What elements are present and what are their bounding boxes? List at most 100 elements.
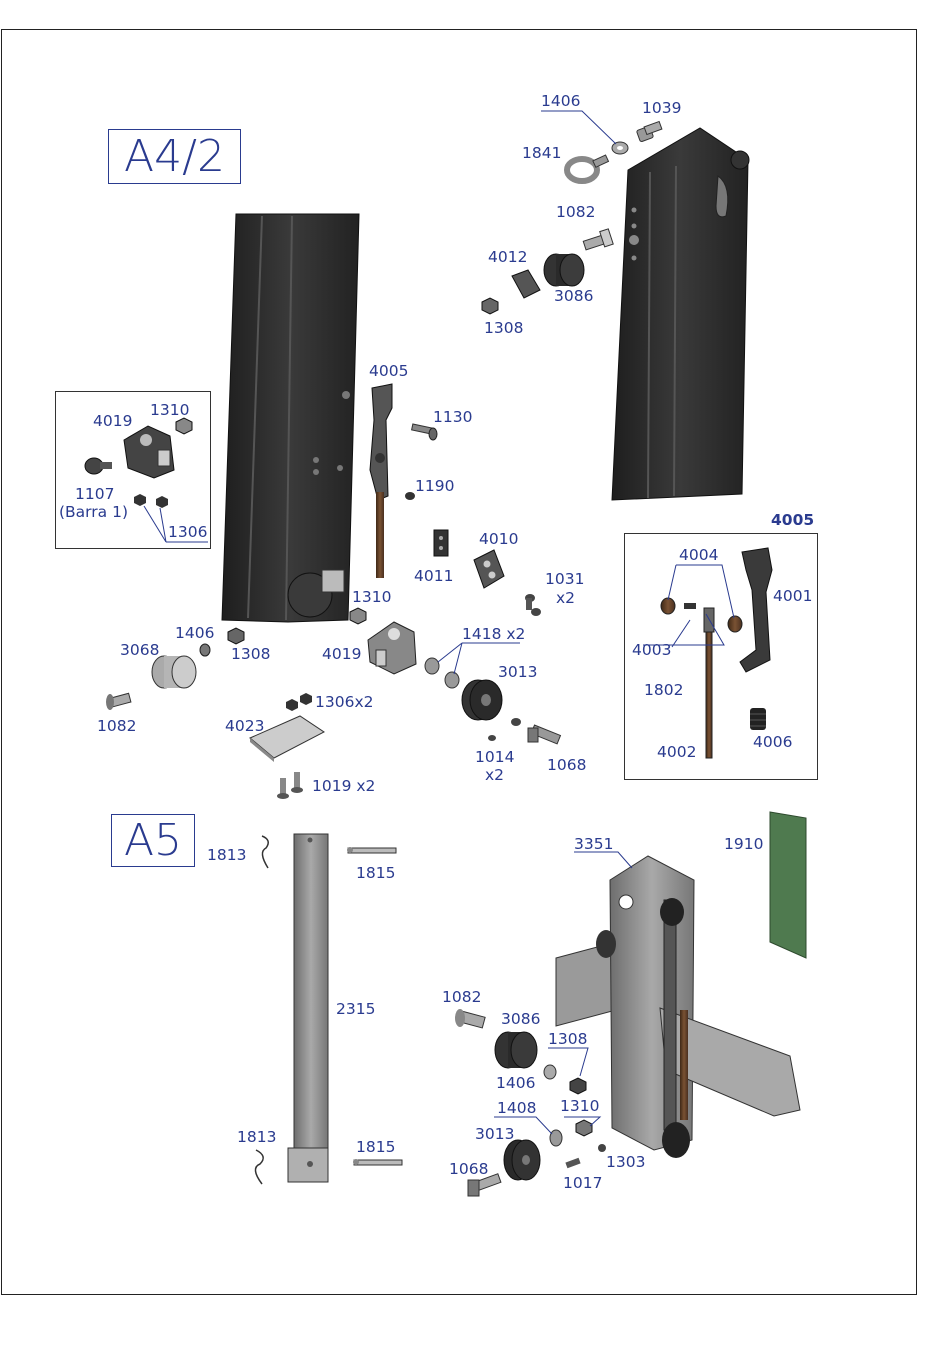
part-1308-nut-mid [227, 627, 245, 645]
label-1303: 1303 [606, 1153, 646, 1171]
label-4006: 4006 [753, 733, 793, 751]
label-4002: 4002 [657, 743, 697, 761]
part-1017-screw [565, 1157, 581, 1169]
part-4005-lever [369, 383, 393, 578]
drawing-sheet-border [1, 29, 917, 1295]
label-1308: 1308 [548, 1030, 588, 1048]
label-3068: 3068 [120, 641, 160, 659]
label-4023: 4023 [225, 717, 265, 735]
part-1310-nut-mid [349, 607, 367, 625]
label-1308: 1308 [484, 319, 524, 337]
label-4001: 4001 [773, 587, 813, 605]
label-1017: 1017 [563, 1174, 603, 1192]
label-1082: 1082 [556, 203, 596, 221]
part-1082-pin-bot [455, 1009, 486, 1029]
label-1190: 1190 [415, 477, 455, 495]
label-4010: 4010 [479, 530, 519, 548]
label-1306x2: 1306x2 [315, 693, 374, 711]
label-1031: 1031 [545, 570, 585, 588]
part-4023-plate [249, 715, 325, 762]
label-4011: 4011 [414, 567, 454, 585]
label-1310: 1310 [150, 401, 190, 419]
leader-lines [143, 110, 735, 1135]
label-2315: 2315 [336, 1000, 376, 1018]
part-1082-pin-mid [106, 692, 132, 710]
label-1815: 1815 [356, 1138, 396, 1156]
part-4004-bushings [660, 597, 743, 633]
label-1068: 1068 [547, 756, 587, 774]
label-4005: 4005 [369, 362, 409, 380]
label-1910: 1910 [724, 835, 764, 853]
part-1308-nut-top [481, 297, 499, 315]
label-1813: 1813 [237, 1128, 277, 1146]
part-4019-block-box [123, 425, 175, 479]
part-4006-spring [750, 708, 766, 730]
part-1813-clip-bot [254, 1149, 264, 1185]
part-1310-nut-box [175, 417, 193, 435]
label-1310: 1310 [560, 1097, 600, 1115]
part-1107-screw-box [84, 457, 112, 475]
part-3013-wheel-bot [503, 1139, 541, 1181]
label-3086: 3086 [554, 287, 594, 305]
part-3086-roller-bot [494, 1031, 538, 1069]
part-1039-bolt [636, 120, 663, 142]
label-4019: 4019 [322, 645, 362, 663]
detail-box-title-4005: 4005 [771, 511, 815, 529]
label-1408: 1408 [497, 1099, 537, 1117]
label-1406: 1406 [175, 624, 215, 642]
label-1406: 1406 [496, 1074, 536, 1092]
part-3351-carriage [555, 855, 801, 1158]
part-3086-roller-top [543, 253, 585, 287]
label-1310: 1310 [352, 588, 392, 606]
column-right [611, 127, 750, 501]
part-4011-block [433, 529, 449, 557]
part-1130-bolt [411, 423, 438, 441]
label-4003: 4003 [632, 641, 672, 659]
part-1406-washer-mid [199, 643, 211, 657]
label-3013: 3013 [498, 663, 538, 681]
part-1841-eyebolt [564, 154, 610, 184]
part-1815-pin-top [347, 847, 397, 854]
part-1408-washer-bot [549, 1129, 563, 1147]
section-title-a4-2: A4/2 [108, 129, 241, 184]
part-1068-bolt-bot [467, 1173, 502, 1197]
part-1303-screw [598, 1144, 606, 1152]
detail-box-4019 [55, 391, 211, 549]
part-1190-screw [405, 492, 415, 500]
label-1308: 1308 [231, 645, 271, 663]
part-1813-clip-top [261, 835, 269, 869]
label-1418: 1418 x2 [462, 625, 526, 643]
part-1418-washers [424, 657, 460, 689]
part-1068-bolt-mid [527, 724, 562, 745]
part-3013-wheel-mid [461, 679, 503, 721]
label-3086: 3086 [501, 1010, 541, 1028]
part-1082-pin-top [582, 228, 614, 251]
label-1802: 1802 [644, 681, 684, 699]
column-left [221, 213, 360, 623]
part-4001-lever [739, 547, 773, 673]
label-barra-1: (Barra 1) [59, 503, 128, 521]
part-1910-panel [769, 811, 807, 959]
part-1308-nut-bot [569, 1077, 587, 1095]
part-4012-plate [511, 269, 541, 299]
part-1406-washer-top [611, 141, 629, 155]
label-1039: 1039 [642, 99, 682, 117]
section-title-a5: A5 [111, 814, 195, 867]
label-1841: 1841 [522, 144, 562, 162]
label-1130: 1130 [433, 408, 473, 426]
label-1082: 1082 [442, 988, 482, 1006]
part-1031-screws [525, 594, 541, 616]
label-3351: 3351 [574, 835, 614, 853]
label-3013: 3013 [475, 1125, 515, 1143]
part-1306-nuts-mid [286, 693, 312, 711]
detail-box-4005 [624, 533, 818, 780]
part-1014-screw [488, 718, 521, 741]
label-1306: 1306 [168, 523, 208, 541]
part-1019-screws [277, 772, 303, 799]
part-4010-plate [473, 549, 505, 589]
label-1406: 1406 [541, 92, 581, 110]
part-1815-pin-bot [353, 1159, 403, 1166]
label-1813: 1813 [207, 846, 247, 864]
part-4019-block-mid [367, 621, 417, 675]
